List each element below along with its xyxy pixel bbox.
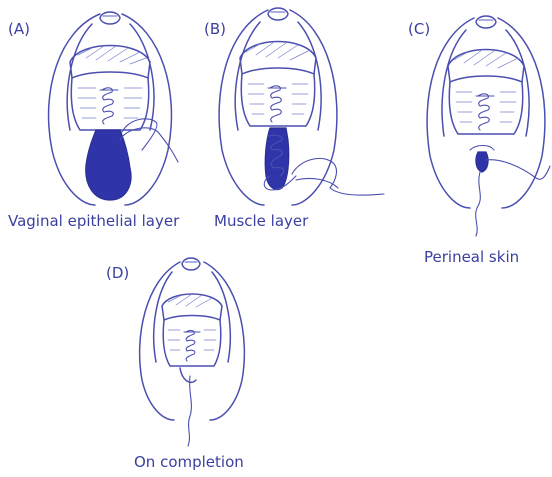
- panel-c-illustration: [427, 16, 550, 236]
- panel-b-illustration: [219, 8, 384, 205]
- panel-label-c: (C): [408, 22, 430, 37]
- caption-muscle-layer: Muscle layer: [214, 214, 308, 229]
- caption-vaginal-epithelial-layer: Vaginal epithelial layer: [8, 214, 179, 229]
- panel-a-illustration: [49, 12, 178, 205]
- caption-on-completion: On completion: [134, 455, 244, 470]
- panel-label-a: (A): [8, 22, 30, 37]
- panel-label-b: (B): [204, 22, 226, 37]
- panel-d-illustration: [140, 258, 245, 446]
- panel-label-d: (D): [106, 266, 129, 281]
- caption-perineal-skin: Perineal skin: [424, 250, 519, 265]
